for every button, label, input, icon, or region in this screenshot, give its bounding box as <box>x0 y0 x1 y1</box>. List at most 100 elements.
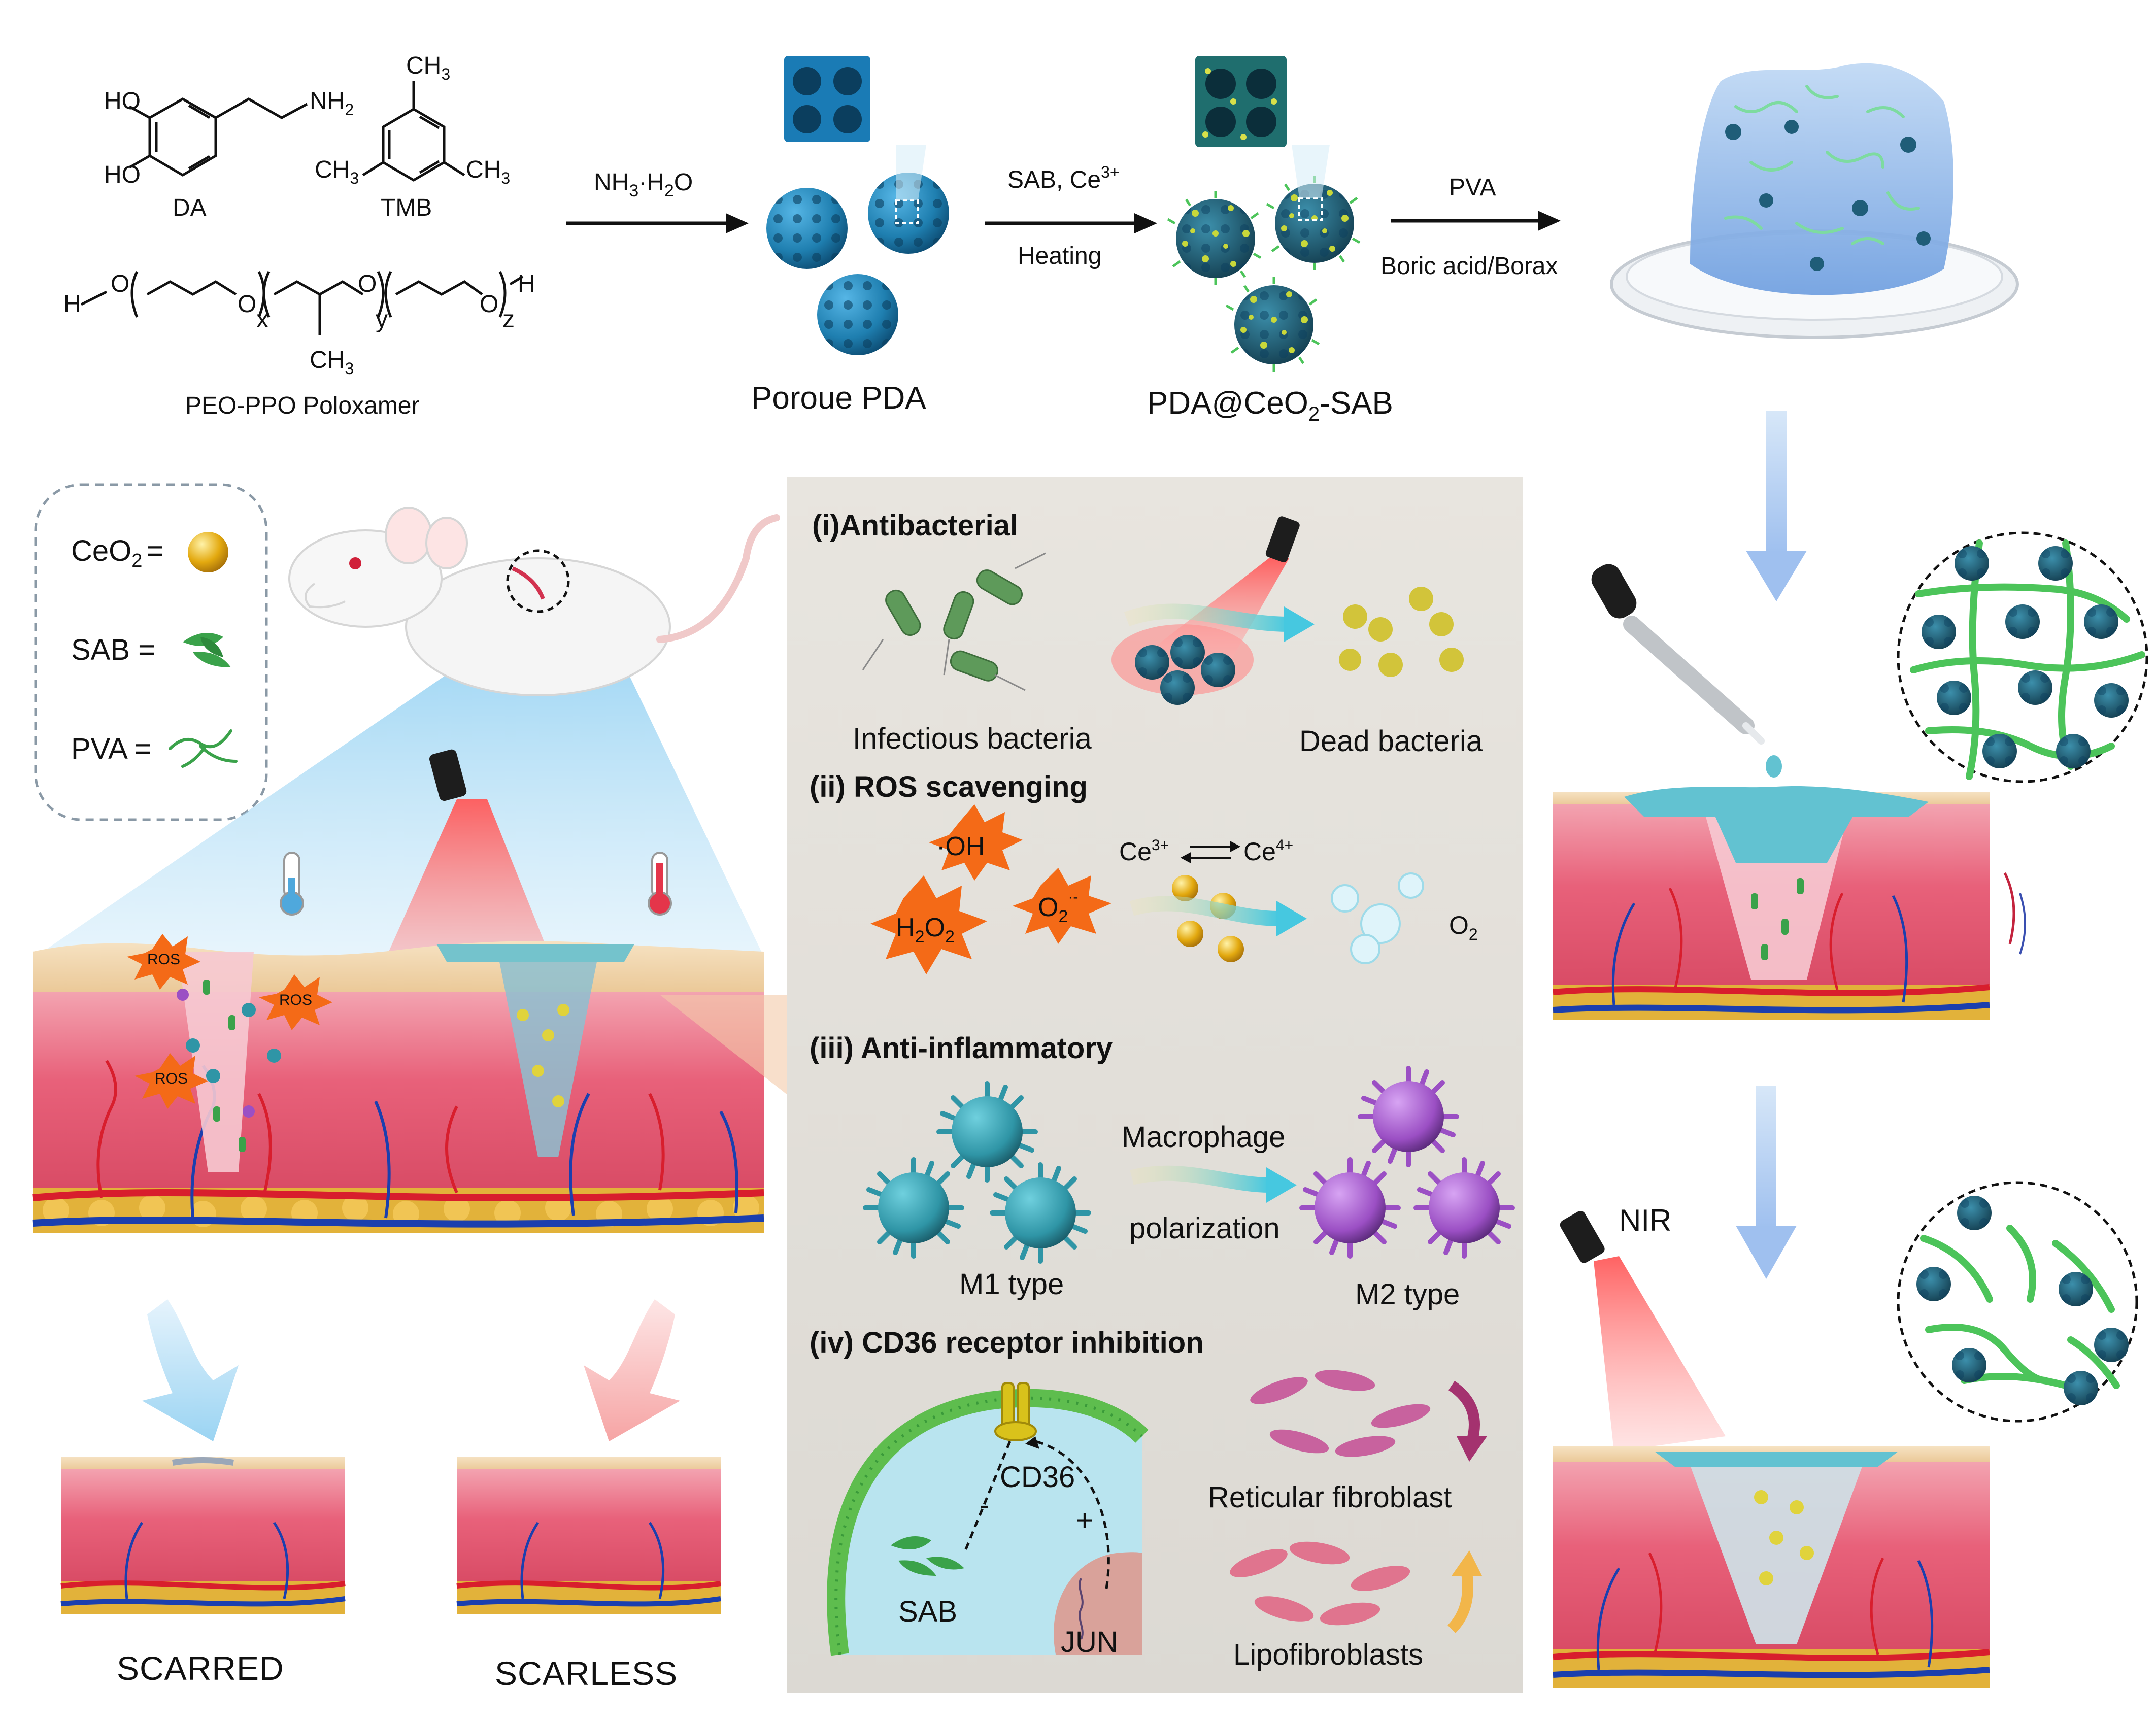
sab-molecule-icon <box>891 1536 964 1576</box>
step3-bottom: Boric acid/Borax <box>1380 253 1558 280</box>
thermometer-hot-icon <box>648 852 672 916</box>
ce3-label: Ce3+ <box>1119 837 1169 866</box>
tmb-ch3-right: CH3 <box>466 156 510 187</box>
skin-model-gel-applied <box>1553 786 2026 1020</box>
dropper-icon <box>1591 564 1782 778</box>
poloxamer-o3: O <box>358 271 377 297</box>
m2-macrophage-icon <box>1302 1068 1512 1256</box>
m1-macrophage-icon <box>865 1084 1089 1261</box>
porous-pda-label: Poroue PDA <box>751 381 926 416</box>
pda-ceo2-sab-particles <box>1168 56 1360 372</box>
cell-membrane-diagram <box>827 1382 1149 1656</box>
dead-bacteria-label: Dead bacteria <box>1299 725 1483 758</box>
ros-oh-burst <box>929 804 1023 881</box>
step1-label: NH3·H2O <box>594 169 693 200</box>
ros-scavenging-title: (ii) ROS scavenging <box>810 770 1088 803</box>
polarization-label: polarization <box>1129 1212 1280 1245</box>
infectious-bacteria-label: Infectious bacteria <box>853 722 1092 755</box>
oh-label: ·OH <box>936 832 985 861</box>
synthesis-arrow-1 <box>566 213 749 233</box>
oxygen-bubbles <box>1331 872 1424 964</box>
poloxamer-z: z <box>502 306 515 333</box>
ros-o2-burst <box>1013 868 1111 944</box>
dead-bacteria-icon <box>1339 587 1464 677</box>
o2-label: O2 <box>1449 911 1478 943</box>
rat-model <box>36 507 780 957</box>
superoxide-label: O2·- <box>1038 889 1078 926</box>
nir-label: NIR <box>1619 1203 1671 1237</box>
inhibition-sign: - <box>980 1489 989 1522</box>
poloxamer-o2: O <box>238 291 256 318</box>
down-arrow-1 <box>1746 411 1807 601</box>
ros-burst-2 <box>259 974 332 1030</box>
ros-burst-1 <box>127 934 200 990</box>
skin-model-scarless <box>456 1457 721 1614</box>
step2-bottom: Heating <box>1018 243 1101 269</box>
poloxamer-y: y <box>376 306 388 333</box>
synthesis-arrow-3 <box>1391 211 1561 231</box>
down-arrow-2 <box>1736 1086 1797 1279</box>
porous-pda-particles <box>766 56 949 355</box>
skin-model-scarred <box>60 1457 346 1614</box>
step2-top: SAB, Ce3+ <box>1007 163 1120 193</box>
tmb-ch3-left: CH3 <box>315 156 359 187</box>
right-panel: NIR <box>1553 411 2148 1688</box>
synthesis-row: HO HO NH2 DA CH3 CH3 CH3 TMB H <box>63 52 2019 425</box>
skin-model-left <box>32 941 764 1233</box>
hydrogel-network-zoom-2 <box>1897 1181 2138 1423</box>
lipofibroblasts-label: Lipofibroblasts <box>1233 1638 1423 1671</box>
scarless-label: SCARLESS <box>495 1655 678 1692</box>
ce4-label: Ce4+ <box>1243 837 1293 866</box>
sab-legend-icon <box>183 633 231 667</box>
legend-box: CeO2= SAB = PVA = <box>34 483 268 821</box>
dopamine-structure <box>128 97 308 177</box>
pva-legend-icon <box>169 729 238 768</box>
jun-label: JUN <box>1061 1626 1118 1659</box>
scarless-arrow <box>584 1299 680 1441</box>
ros-h2o2-burst <box>870 875 987 974</box>
hydrogel-dish <box>1610 63 2019 339</box>
poloxamer-h-right: H <box>518 271 535 297</box>
zoom-connector <box>660 995 789 1096</box>
poloxamer-o1: O <box>111 271 129 297</box>
redox-arrows <box>1180 840 1241 864</box>
sab-label: SAB <box>898 1595 957 1628</box>
reticular-fibroblast-icon <box>1250 1370 1487 1462</box>
ros-label-3: ROS <box>155 1070 188 1087</box>
synthesis-arrow-2 <box>985 213 1157 233</box>
legend-pva-label: PVA = <box>71 732 152 765</box>
scarred-label: SCARRED <box>117 1649 284 1687</box>
macrophage-label: Macrophage <box>1122 1121 1285 1154</box>
skin-model-healing <box>1553 1446 1990 1688</box>
h2o2-label: H2O2 <box>896 913 955 947</box>
da-ho-bottom: HO <box>104 161 141 188</box>
step3-top: PVA <box>1449 174 1496 201</box>
cd36-receptor-icon <box>994 1382 1037 1441</box>
ros-burst-3 <box>134 1053 208 1109</box>
m2-type-label: M2 type <box>1355 1278 1460 1311</box>
ros-label-1: ROS <box>147 951 180 968</box>
activation-sign: + <box>1076 1504 1093 1537</box>
flow-arrow-1 <box>1124 603 1315 642</box>
da-ho-top: HO <box>104 88 141 115</box>
poloxamer-h-left: H <box>63 291 81 318</box>
legend-ceo2-label: CeO2= <box>71 534 163 571</box>
tmb-name: TMB <box>381 194 432 221</box>
tmb-structure <box>362 81 465 182</box>
cd36-label: CD36 <box>1000 1461 1075 1494</box>
flow-arrow-3 <box>1130 1165 1297 1203</box>
reticular-fibroblast-label: Reticular fibroblast <box>1208 1481 1452 1514</box>
poloxamer-ch3: CH3 <box>310 347 354 378</box>
scarred-arrow <box>142 1299 239 1441</box>
ros-label-2: ROS <box>279 992 312 1008</box>
da-nh2: NH2 <box>310 88 354 119</box>
legend-sab-label: SAB = <box>71 633 155 666</box>
tmb-ch3-top: CH3 <box>406 52 450 83</box>
antibacterial-title: (i)Antibacterial <box>812 509 1018 542</box>
pda-ceo2-sab-label: PDA@CeO2-SAB <box>1147 386 1393 425</box>
thermometer-cold-icon <box>280 852 304 916</box>
poloxamer-o4: O <box>480 291 498 318</box>
lipofibroblast-icon <box>1230 1541 1482 1633</box>
hydrogel-network-zoom-1 <box>1897 531 2148 783</box>
